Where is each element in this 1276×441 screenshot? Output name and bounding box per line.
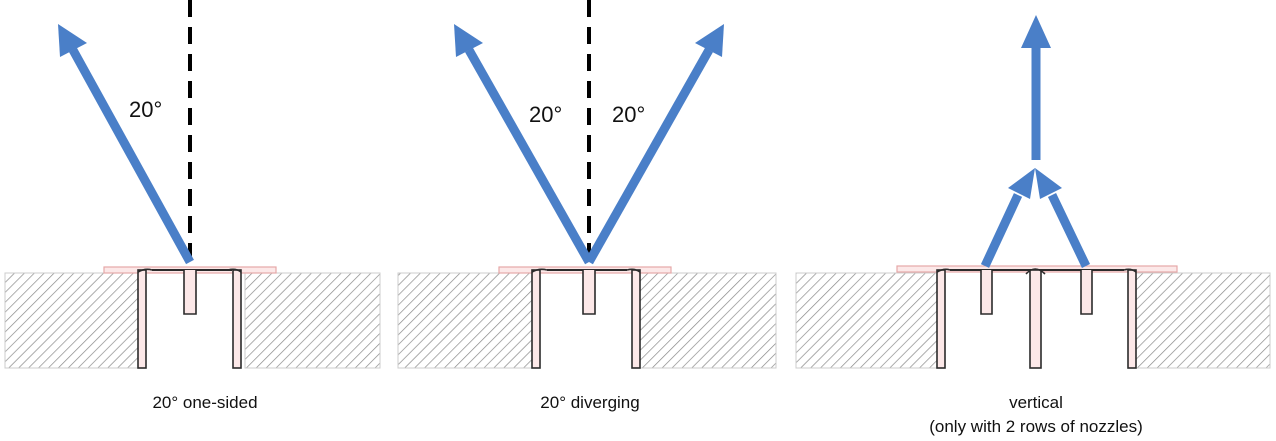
caption-vertical: vertical (only with 2 rows of nozzles) (929, 391, 1143, 439)
wall-right (639, 272, 777, 369)
angle-label-left: 20° (529, 102, 562, 127)
wall-right (1135, 272, 1271, 369)
airflow-arrow-right (1035, 168, 1091, 268)
caption-diverging: 20° diverging (540, 391, 639, 415)
wall-right (244, 272, 381, 369)
airflow-arrow-right (585, 24, 724, 265)
angle-label: 20° (129, 97, 162, 122)
airflow-arrow-left (454, 24, 593, 265)
wall-left (795, 272, 938, 369)
panel-vertical (795, 15, 1271, 369)
panel-diverging: 20° 20° (397, 0, 777, 369)
wall-left (397, 272, 533, 369)
angle-label-right: 20° (612, 102, 645, 127)
caption-line: 20° one-sided (152, 393, 258, 412)
caption-line: (only with 2 rows of nozzles) (929, 417, 1143, 436)
caption-one-sided: 20° one-sided (152, 391, 257, 415)
caption-line: vertical (1009, 393, 1063, 412)
caption-line: 20° diverging (540, 393, 640, 412)
airflow-arrow (58, 24, 194, 265)
airflow-arrow-vertical (1021, 15, 1051, 160)
nozzle-profile (896, 265, 1178, 369)
wall-left (4, 272, 139, 369)
nozzle-profile (103, 266, 277, 369)
nozzle-profile (498, 266, 672, 369)
panel-one-sided: 20° (4, 0, 381, 369)
airflow-arrow-left (980, 168, 1035, 268)
